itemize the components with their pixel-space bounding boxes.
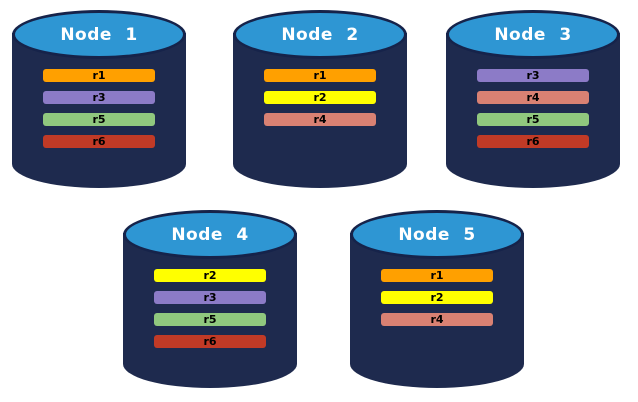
replica-bar: r2 bbox=[154, 269, 266, 282]
node-3: Node 3 r3 r4 r5 r6 bbox=[446, 10, 620, 188]
replica-bar-list: r1 r2 r4 bbox=[381, 269, 493, 326]
node-2: Node 2 r1 r2 r4 bbox=[233, 10, 407, 188]
replica-bar-list: r1 r3 r5 r6 bbox=[43, 69, 155, 148]
node-label: Node 5 bbox=[398, 224, 476, 245]
cylinder-top: Node 4 bbox=[123, 210, 297, 259]
cylinder-top: Node 3 bbox=[446, 10, 620, 59]
replica-bar: r3 bbox=[154, 291, 266, 304]
replica-bar-list: r2 r3 r5 r6 bbox=[154, 269, 266, 348]
replica-bar: r3 bbox=[477, 69, 589, 82]
replica-bar: r2 bbox=[381, 291, 493, 304]
replica-bar: r4 bbox=[264, 113, 376, 126]
node-label: Node 1 bbox=[60, 24, 138, 45]
replica-bar: r2 bbox=[264, 91, 376, 104]
node-5: Node 5 r1 r2 r4 bbox=[350, 210, 524, 388]
replica-bar-list: r3 r4 r5 r6 bbox=[477, 69, 589, 148]
replica-bar: r4 bbox=[381, 313, 493, 326]
node-label: Node 2 bbox=[281, 24, 359, 45]
replica-bar: r6 bbox=[154, 335, 266, 348]
replica-bar: r1 bbox=[43, 69, 155, 82]
replica-bar: r6 bbox=[477, 135, 589, 148]
replica-bar: r5 bbox=[477, 113, 589, 126]
cylinder-top: Node 1 bbox=[12, 10, 186, 59]
replica-bar: r6 bbox=[43, 135, 155, 148]
replica-bar: r1 bbox=[381, 269, 493, 282]
node-label: Node 3 bbox=[494, 24, 572, 45]
node-4: Node 4 r2 r3 r5 r6 bbox=[123, 210, 297, 388]
replica-bar: r4 bbox=[477, 91, 589, 104]
replica-bar: r5 bbox=[154, 313, 266, 326]
node-label: Node 4 bbox=[171, 224, 249, 245]
replica-bar: r3 bbox=[43, 91, 155, 104]
replica-bar: r1 bbox=[264, 69, 376, 82]
node-1: Node 1 r1 r3 r5 r6 bbox=[12, 10, 186, 188]
replica-bar: r5 bbox=[43, 113, 155, 126]
replica-bar-list: r1 r2 r4 bbox=[264, 69, 376, 126]
cylinder-top: Node 2 bbox=[233, 10, 407, 59]
cylinder-top: Node 5 bbox=[350, 210, 524, 259]
